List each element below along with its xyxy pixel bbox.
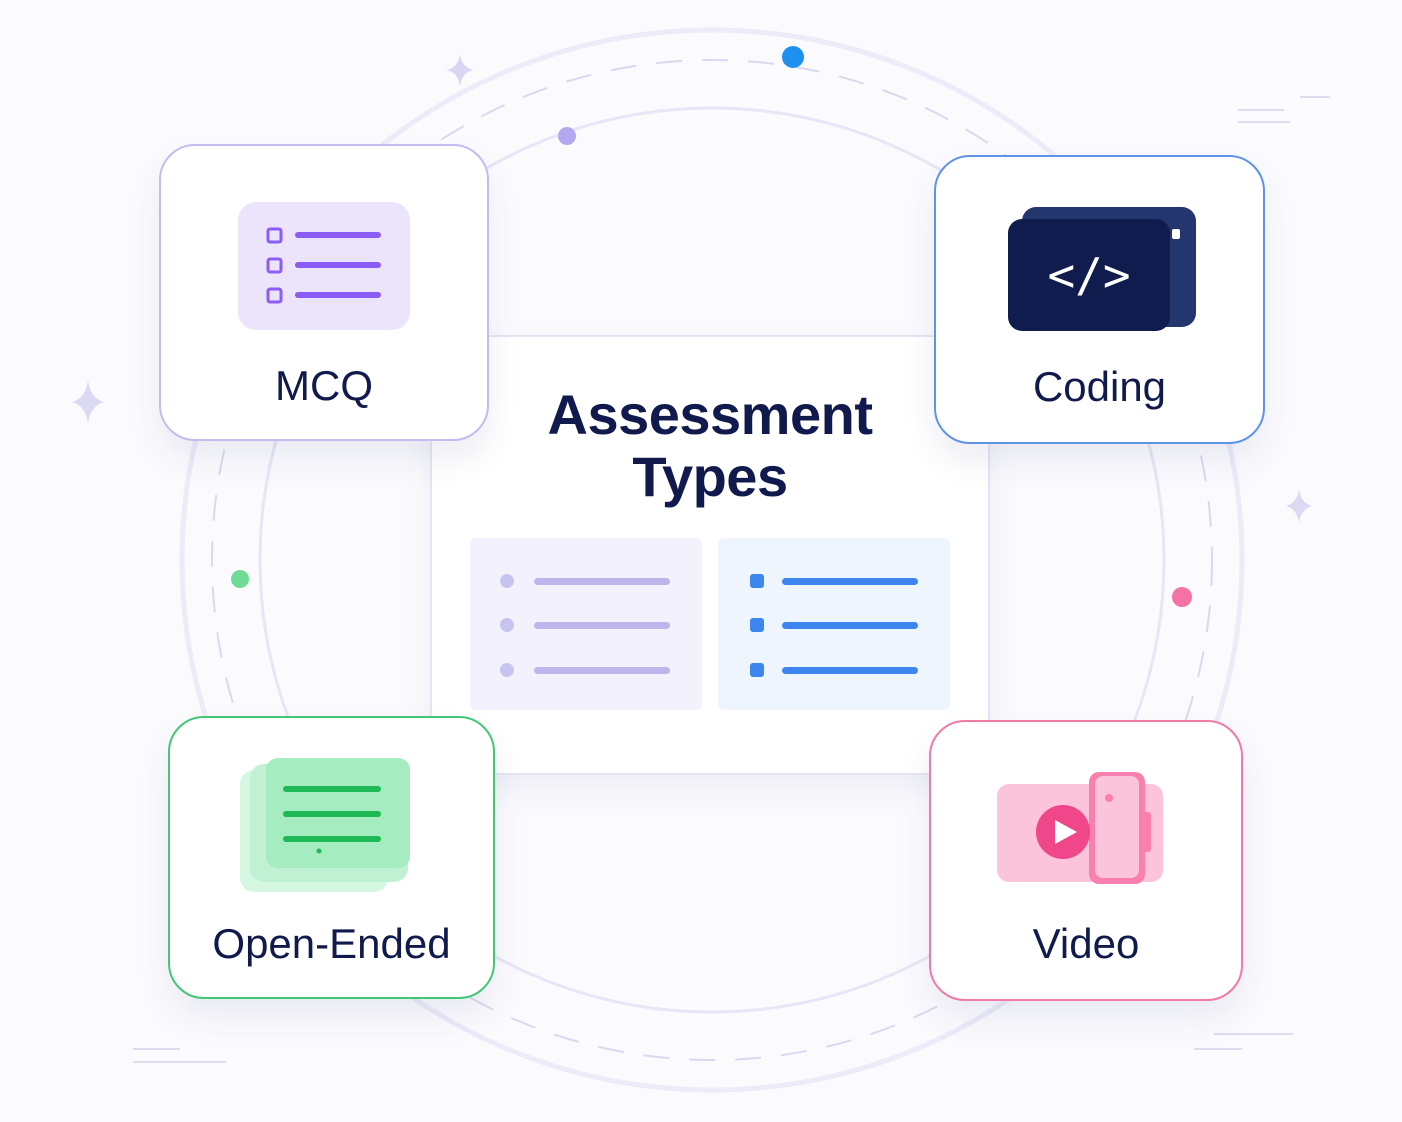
- square-bullet-icon: [750, 663, 764, 677]
- checklist-icon: [238, 202, 410, 330]
- square-bullet-icon: [750, 618, 764, 632]
- lavender-dot: [558, 127, 576, 145]
- round-bullet-icon: [500, 663, 514, 677]
- list-panel-square: [718, 538, 950, 710]
- outer-ring: [179, 27, 1245, 1093]
- svg-text:</>: </>: [1047, 248, 1130, 302]
- card-mcq: MCQ: [159, 144, 489, 441]
- list-row: [718, 574, 950, 588]
- text-line: [782, 667, 918, 674]
- text-line: [782, 622, 918, 629]
- card-open-ended: Open-Ended: [168, 716, 495, 999]
- sparkle-right: [1286, 489, 1312, 523]
- list-row: [718, 618, 950, 632]
- card-label-mcq: MCQ: [275, 362, 373, 409]
- title-line-1: Assessment: [547, 383, 873, 446]
- card-coding: </> Coding: [934, 155, 1265, 444]
- card-label-open-ended: Open-Ended: [212, 920, 451, 967]
- list-row: [470, 618, 702, 632]
- sparkle-left: [72, 380, 104, 424]
- list-row: [470, 574, 702, 588]
- inner-ring: [258, 106, 1166, 1014]
- text-line: [782, 578, 918, 585]
- card-label-coding: Coding: [1032, 363, 1167, 410]
- text-line: [534, 578, 670, 585]
- diagram-title: Assessment Types: [430, 384, 990, 508]
- text-document-icon: [240, 758, 410, 892]
- video-camera-icon: [997, 772, 1163, 884]
- text-line: [534, 667, 670, 674]
- list-panel-round: [470, 538, 702, 710]
- round-bullet-icon: [500, 618, 514, 632]
- green-dot: [231, 570, 249, 588]
- code-icon: </>: [1008, 207, 1196, 331]
- square-bullet-icon: [750, 574, 764, 588]
- title-line-2: Types: [632, 445, 788, 508]
- text-line: [534, 622, 670, 629]
- blue-dot: [782, 46, 804, 68]
- list-row: [470, 663, 702, 677]
- pink-dot: [1172, 587, 1192, 607]
- round-bullet-icon: [500, 574, 514, 588]
- dashed-ring: [211, 59, 1213, 1061]
- sparkle-top: [446, 54, 474, 86]
- card-label-video: Video: [1032, 920, 1140, 967]
- card-video: Video: [929, 720, 1243, 1001]
- list-row: [718, 663, 950, 677]
